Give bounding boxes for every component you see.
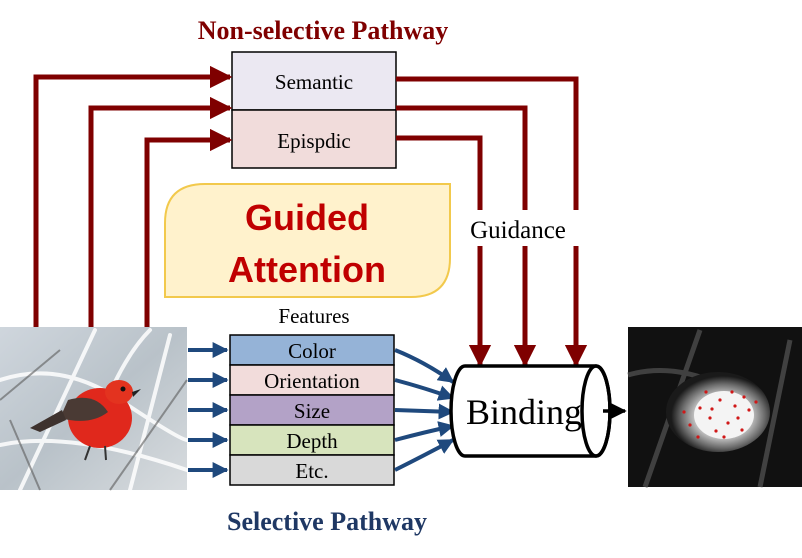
epispdic-box — [231, 109, 397, 169]
guided-attention-callout — [164, 183, 451, 298]
bird-photo — [0, 327, 189, 492]
saliency-map — [627, 327, 802, 488]
binding-cylinder — [449, 364, 612, 458]
feature-label-depth: Depth — [286, 429, 338, 453]
binding-label: Binding — [466, 392, 582, 432]
guidance-label: Guidance — [470, 217, 566, 244]
selective-pathway-title: Selective Pathway — [227, 507, 427, 536]
feature-box-etc — [229, 454, 395, 486]
feature-box-depth — [229, 424, 395, 456]
feature-to-binding-arrows — [394, 348, 455, 472]
selective-input-arrows — [188, 342, 229, 478]
epispdic-label: Epispdic — [277, 129, 351, 153]
feature-label-color: Color — [288, 339, 336, 363]
guided-attention-line2: Attention — [228, 249, 386, 290]
guidance-label-bg — [456, 210, 580, 246]
feature-box-color — [229, 334, 395, 366]
guided-attention-line1: Guided — [245, 197, 369, 238]
semantic-box — [231, 51, 397, 111]
semantic-label: Semantic — [275, 70, 353, 94]
features-label: Features — [278, 304, 349, 328]
non-selective-pathway-title: Non-selective Pathway — [198, 16, 449, 45]
guidance-arrows — [396, 76, 588, 368]
feature-label-orientation: Orientation — [264, 369, 360, 393]
non-selective-input-arrows — [33, 65, 233, 327]
feature-label-etc: Etc. — [295, 459, 328, 483]
feature-boxes: Color Orientation Size Depth Etc. — [229, 334, 395, 486]
feature-label-size: Size — [294, 399, 330, 423]
